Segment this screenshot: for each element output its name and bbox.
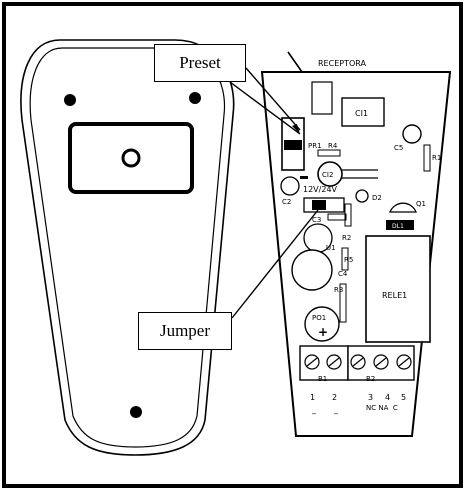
r5-label: R5 <box>344 256 353 264</box>
plus-sign: + <box>318 325 328 339</box>
pr1-label: PR1 <box>308 142 322 150</box>
b1-label: B1 <box>318 375 327 383</box>
q1-label: Q1 <box>416 200 426 208</box>
c3-label: C3 <box>312 216 321 224</box>
capacitor-top <box>311 81 333 115</box>
r5-resistor <box>341 247 349 271</box>
terminal-1: 1 <box>310 393 315 402</box>
terminal-4: 4 <box>385 393 390 402</box>
ic1-chip <box>341 97 385 127</box>
r3-resistor <box>339 283 347 323</box>
r3-label: R3 <box>334 286 343 294</box>
c5-capacitor <box>402 124 422 144</box>
jumper-callout: Jumper <box>138 312 232 350</box>
preset-callout: Preset <box>154 44 246 82</box>
pcb-notch-line <box>287 51 303 73</box>
screw-top-left <box>64 94 76 106</box>
r2-resistor <box>344 203 352 227</box>
c2-capacitor <box>280 176 300 196</box>
terminal-5: 5 <box>401 393 406 402</box>
c4-label: C4 <box>338 270 348 278</box>
c3-capacitor <box>327 213 347 221</box>
preset-leader-2 <box>229 81 301 135</box>
relay-body <box>365 235 431 343</box>
screw-top-right <box>189 92 201 104</box>
terminal-3: 3 <box>368 393 373 402</box>
push-button <box>121 148 141 168</box>
relay-label: RELE1 <box>382 291 407 300</box>
jumper-cap <box>312 200 326 210</box>
r1-resistor <box>423 144 431 172</box>
c5-label: C5 <box>394 144 403 152</box>
r4-resistor <box>317 149 341 157</box>
terminal-2-sign: _ <box>333 405 339 414</box>
remote-body <box>20 39 235 456</box>
screw-bottom <box>130 406 142 418</box>
r4-label: R4 <box>328 142 338 150</box>
jumper-leader <box>231 209 319 319</box>
terminal-2: 2 <box>332 393 337 402</box>
preset-wiper <box>284 140 302 150</box>
b2-label: B2 <box>366 375 375 383</box>
preset-arrowhead <box>292 124 300 134</box>
ic2-label: CI2 <box>322 171 333 179</box>
board-title: RECEPTORA <box>318 59 366 68</box>
ic1-label: CI1 <box>355 109 368 118</box>
c2-label: C2 <box>282 198 291 206</box>
r1-label: R1 <box>432 154 441 162</box>
u1-label: U1 <box>326 244 336 252</box>
q1-transistor <box>389 202 417 213</box>
preset-leader-1 <box>245 67 301 131</box>
po1-component <box>304 306 340 342</box>
terminal-1-sign: _ <box>311 405 317 414</box>
terminal-screws <box>304 354 412 370</box>
d2-label: D2 <box>372 194 382 202</box>
dl1-led <box>386 220 414 230</box>
contacts-label: NC NA C <box>366 404 398 412</box>
d2-diode <box>355 189 369 203</box>
pcb-outline <box>260 71 452 437</box>
dl1-label: DL1 <box>392 223 404 230</box>
minus-sign <box>300 176 308 179</box>
po1-label: PO1 <box>312 314 326 322</box>
voltage-label: 12V/24V <box>303 185 338 194</box>
r2-label: R2 <box>342 234 351 242</box>
ic2-regulator <box>317 161 343 187</box>
main-capacitor <box>291 249 333 291</box>
